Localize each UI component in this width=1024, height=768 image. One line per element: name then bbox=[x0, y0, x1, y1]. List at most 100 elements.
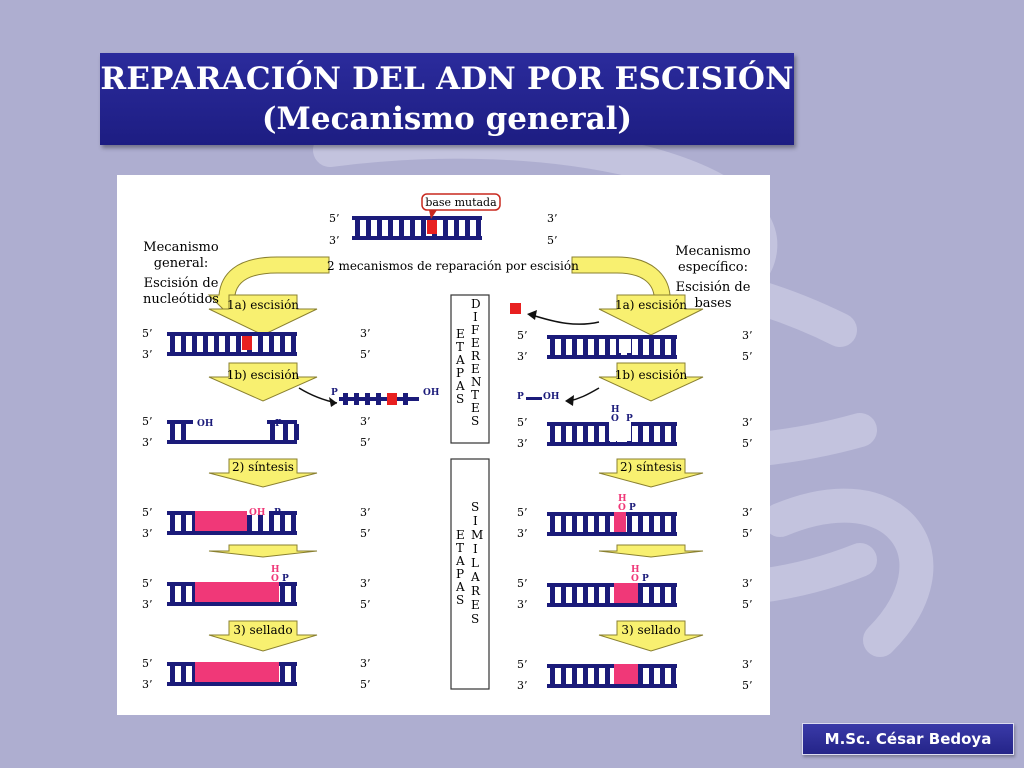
end-label-3: 3’ bbox=[547, 212, 558, 225]
svg-text:O: O bbox=[611, 414, 619, 424]
svg-text:P: P bbox=[642, 574, 649, 584]
svg-text:3’: 3’ bbox=[360, 327, 371, 340]
svg-text:3’: 3’ bbox=[142, 527, 153, 540]
excised-base bbox=[510, 303, 600, 325]
svg-text:5’: 5’ bbox=[142, 506, 153, 519]
svg-text:P: P bbox=[517, 392, 524, 402]
right-duplex-gapped: 5’ 3’ H O P 3’ 5’ bbox=[517, 405, 753, 450]
left-step-3: 3) sellado bbox=[208, 620, 318, 652]
original-dna-duplex: 5’ 3’ 3’ 5’ base mutada bbox=[329, 193, 558, 247]
svg-text:P: P bbox=[629, 503, 636, 513]
end-label-5: 5’ bbox=[329, 212, 340, 225]
svg-text:3’: 3’ bbox=[742, 658, 753, 671]
svg-text:3’: 3’ bbox=[517, 350, 528, 363]
svg-text:OH: OH bbox=[423, 388, 440, 398]
svg-text:1b) escisión: 1b) escisión bbox=[227, 368, 300, 382]
svg-text:H: H bbox=[271, 565, 280, 575]
svg-text:H: H bbox=[631, 565, 640, 575]
right-duplex-filled: 5’ 3’ H O P 3’ 5’ bbox=[517, 565, 753, 611]
svg-text:5’: 5’ bbox=[742, 527, 753, 540]
svg-text:5’: 5’ bbox=[360, 678, 371, 691]
excised-oligonucleotide: P OH bbox=[298, 387, 440, 407]
mutated-base-callout bbox=[421, 193, 501, 211]
svg-text:general:: general: bbox=[154, 256, 209, 271]
svg-text:3’: 3’ bbox=[742, 329, 753, 342]
excised-sugar-phosphate: P OH bbox=[517, 387, 600, 406]
end-label-3: 3’ bbox=[329, 234, 340, 247]
left-intermediate-arrow bbox=[208, 544, 318, 558]
left-step-2: 2) síntesis bbox=[208, 458, 318, 488]
specific-mechanism-heading: Mecanismo específico: Escisión de bases bbox=[675, 244, 751, 311]
svg-text:3’: 3’ bbox=[742, 416, 753, 429]
svg-text:3’: 3’ bbox=[517, 598, 528, 611]
left-step-1a: 1a) escisión bbox=[208, 294, 318, 336]
right-duplex-mutated: 5’ 3’ 3’ 5’ bbox=[517, 329, 753, 363]
svg-text:P: P bbox=[626, 414, 633, 424]
svg-text:5’: 5’ bbox=[360, 348, 371, 361]
right-intermediate-arrow bbox=[598, 544, 704, 558]
left-duplex-filled: 5’ 3’ H O P 3’ 5’ bbox=[142, 565, 371, 611]
svg-text:Mecanismo: Mecanismo bbox=[143, 240, 219, 255]
svg-text:3’: 3’ bbox=[517, 527, 528, 540]
left-step-1b: 1b) escisión bbox=[208, 362, 318, 402]
svg-text:5’: 5’ bbox=[517, 416, 528, 429]
svg-text:Mecanismo: Mecanismo bbox=[675, 244, 751, 259]
svg-text:3) sellado: 3) sellado bbox=[233, 623, 292, 637]
right-step-1b: 1b) escisión bbox=[598, 362, 704, 402]
slide-title: REPARACIÓN DEL ADN POR ESCISIÓN (Mecanis… bbox=[100, 53, 794, 145]
svg-text:5’: 5’ bbox=[360, 598, 371, 611]
svg-text:3’: 3’ bbox=[360, 577, 371, 590]
left-duplex-sealed: 5’ 3’ 3’ 5’ bbox=[142, 657, 371, 691]
svg-text:5’: 5’ bbox=[360, 436, 371, 449]
svg-text:3’: 3’ bbox=[742, 506, 753, 519]
svg-text:3’: 3’ bbox=[742, 577, 753, 590]
dna-repair-diagram: 5’ 3’ 3’ 5’ base mutada 2 mecanismos de … bbox=[117, 175, 770, 715]
svg-text:5’: 5’ bbox=[742, 679, 753, 692]
svg-text:5’: 5’ bbox=[517, 577, 528, 590]
svg-text:3’: 3’ bbox=[142, 598, 153, 611]
svg-text:específico:: específico: bbox=[678, 260, 748, 275]
svg-text:5’: 5’ bbox=[517, 506, 528, 519]
svg-text:nucleótidos: nucleótidos bbox=[143, 292, 219, 307]
svg-text:H: H bbox=[611, 405, 620, 415]
svg-text:OH: OH bbox=[543, 392, 560, 402]
svg-text:P: P bbox=[331, 388, 338, 398]
mechanisms-caption: 2 mecanismos de reparación por escisión bbox=[327, 259, 579, 273]
right-duplex-sealed: 5’ 3’ 3’ 5’ bbox=[517, 658, 753, 692]
svg-text:5’: 5’ bbox=[517, 329, 528, 342]
svg-text:bases: bases bbox=[694, 296, 731, 311]
author-badge: M.Sc. César Bedoya bbox=[802, 723, 1014, 755]
svg-text:Escisión de: Escisión de bbox=[144, 276, 219, 291]
svg-text:P: P bbox=[275, 419, 282, 429]
svg-text:3’: 3’ bbox=[142, 348, 153, 361]
svg-text:P: P bbox=[282, 574, 289, 584]
left-duplex-gapped: 5’ 3’ OH P 3’ 5’ bbox=[142, 415, 371, 449]
svg-text:3’: 3’ bbox=[142, 436, 153, 449]
svg-text:3’: 3’ bbox=[360, 506, 371, 519]
svg-text:OH: OH bbox=[197, 419, 214, 429]
svg-text:O: O bbox=[618, 503, 626, 513]
svg-text:3’: 3’ bbox=[517, 679, 528, 692]
title-line-2: (Mecanismo general) bbox=[261, 101, 633, 137]
svg-text:1a) escisión: 1a) escisión bbox=[227, 298, 299, 312]
svg-text:2) síntesis: 2) síntesis bbox=[620, 460, 682, 474]
svg-text:5’: 5’ bbox=[742, 437, 753, 450]
svg-text:3’: 3’ bbox=[360, 657, 371, 670]
svg-text:O: O bbox=[631, 574, 639, 584]
svg-text:3’: 3’ bbox=[142, 678, 153, 691]
right-step-3: 3) sellado bbox=[598, 620, 704, 652]
svg-text:H: H bbox=[618, 494, 627, 504]
svg-text:5’: 5’ bbox=[142, 657, 153, 670]
svg-text:3’: 3’ bbox=[360, 415, 371, 428]
svg-text:OH: OH bbox=[249, 508, 266, 518]
svg-text:2) síntesis: 2) síntesis bbox=[232, 460, 294, 474]
right-duplex-synthesis: 5’ 3’ H O P 3’ 5’ bbox=[517, 494, 753, 540]
left-duplex-mutated: 5’ 3’ 3’ 5’ bbox=[142, 327, 371, 361]
svg-text:5’: 5’ bbox=[360, 527, 371, 540]
svg-text:Escisión de: Escisión de bbox=[676, 280, 751, 295]
